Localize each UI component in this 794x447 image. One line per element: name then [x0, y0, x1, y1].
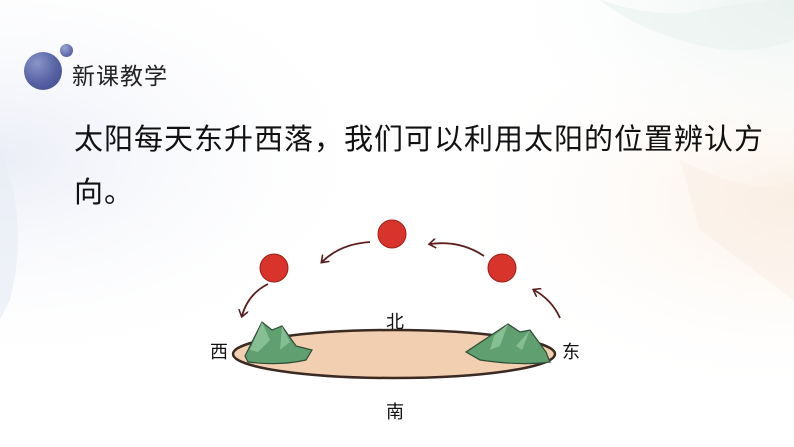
section-header: 新课教学	[18, 42, 218, 102]
arrow-east-to-noon	[430, 243, 485, 257]
lesson-text: 太阳每天东升西落，我们可以利用太阳的位置辨认方向。	[74, 122, 765, 209]
section-title: 新课教学	[72, 64, 168, 90]
label-east: 东	[562, 342, 580, 363]
label-west: 西	[210, 342, 228, 363]
east-mountains	[464, 323, 551, 365]
arrow-noon-to-west	[322, 241, 371, 262]
decorative-bubble-large	[24, 52, 62, 90]
west-mountains	[244, 321, 313, 365]
label-south: 南	[386, 402, 404, 423]
arrow-east-rise	[534, 290, 561, 319]
ground-disc	[231, 328, 557, 380]
sun-east	[487, 253, 517, 283]
arrow-west-set	[242, 283, 269, 316]
decorative-bubble-small	[60, 44, 73, 57]
sun-noon	[377, 219, 407, 249]
sun-west	[259, 253, 289, 283]
label-north: 北	[386, 312, 404, 333]
